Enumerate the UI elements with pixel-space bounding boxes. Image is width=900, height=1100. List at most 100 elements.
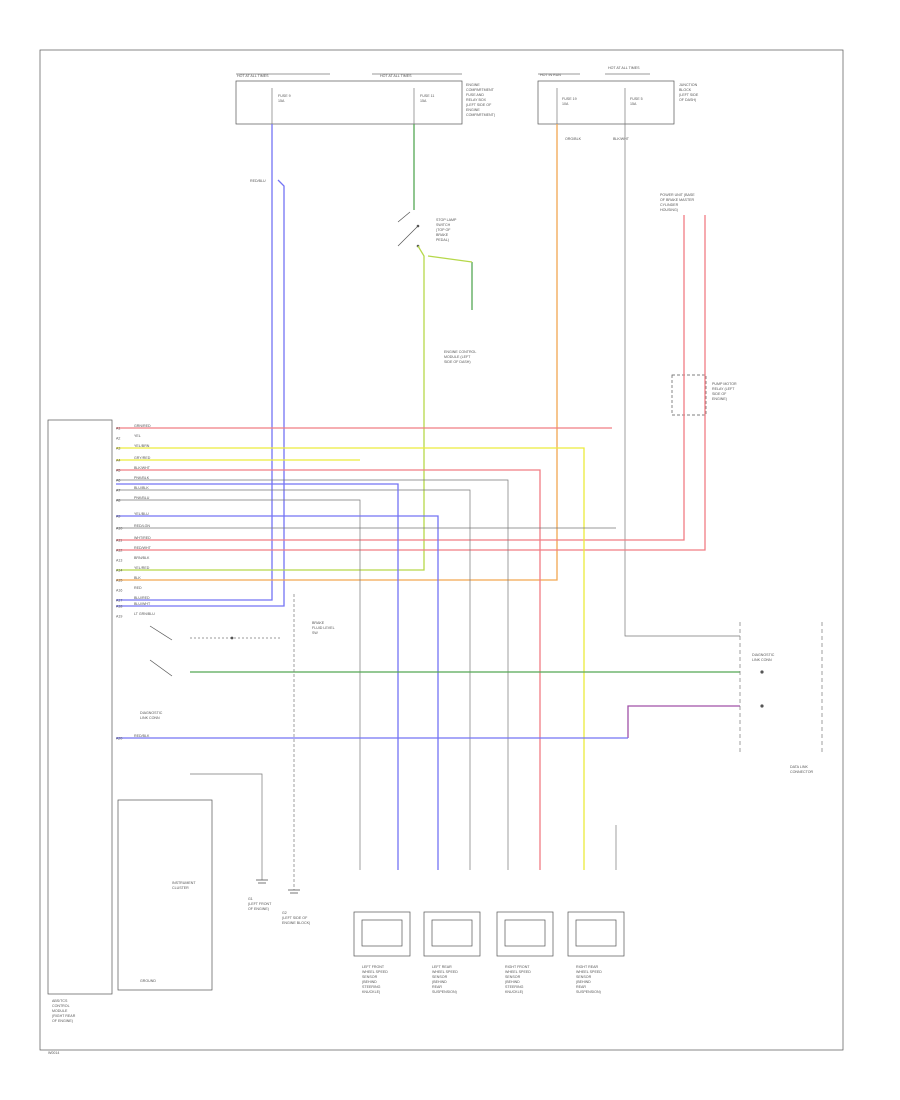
svg-text:FUSE 5: FUSE 5 bbox=[630, 97, 643, 101]
connector-pin: A4 bbox=[116, 459, 120, 463]
connector-pin: A6 bbox=[116, 479, 120, 483]
svg-text:POWER UNIT (BASE: POWER UNIT (BASE bbox=[660, 193, 695, 197]
svg-text:FUSE 11: FUSE 11 bbox=[420, 94, 434, 98]
sensor-label: SUSPENSION) bbox=[576, 990, 601, 994]
junction-block bbox=[537, 80, 675, 125]
wire-blue-lr bbox=[116, 515, 439, 870]
svg-text:CLUSTER: CLUSTER bbox=[172, 886, 189, 890]
svg-text:15A: 15A bbox=[420, 99, 427, 103]
sensor-label: REAR bbox=[576, 985, 586, 989]
sensor-label: STEERING bbox=[505, 985, 524, 989]
footer-code: W0014 bbox=[48, 1051, 59, 1055]
connector-pin: A19 bbox=[116, 615, 122, 619]
svg-text:ABS/TCS: ABS/TCS bbox=[52, 999, 68, 1003]
sensor-label: (BEHIND bbox=[432, 980, 447, 984]
wire-yellow-green bbox=[116, 245, 425, 571]
stop-lamp-switch bbox=[397, 211, 420, 248]
connector-pin: A17 bbox=[116, 599, 122, 603]
svg-text:DIAGNOSTIC: DIAGNOSTIC bbox=[752, 653, 775, 657]
svg-text:FLUID LEVEL: FLUID LEVEL bbox=[312, 626, 335, 630]
wire-color-label: BLK/WHT bbox=[134, 466, 151, 470]
wire-color-label: GRN/RED bbox=[134, 424, 151, 428]
wire-color-label: YEL/RED bbox=[134, 566, 150, 570]
svg-text:15A: 15A bbox=[630, 102, 637, 106]
wire-color-label: WHT/RED bbox=[134, 536, 151, 540]
svg-text:SWITCH: SWITCH bbox=[436, 223, 451, 227]
wire-tag-left: RED/BLU bbox=[250, 179, 266, 183]
connector-pin: A14 bbox=[116, 569, 122, 573]
sensor-label: WHEEL SPEED bbox=[576, 970, 602, 974]
connector-pin: A3 bbox=[116, 447, 120, 451]
data-link-connector: DIAGNOSTIC LINK CONN bbox=[739, 622, 823, 752]
stop-lamp-switch-label: STOP LAMP SWITCH (TOP OF BRAKE PEDAL) bbox=[436, 218, 457, 242]
svg-text:ENGINE): ENGINE) bbox=[712, 397, 727, 401]
svg-text:(LEFT SIDE OF: (LEFT SIDE OF bbox=[282, 916, 308, 920]
sensor-label: SENSOR bbox=[505, 975, 521, 979]
connector-pin: A8 bbox=[116, 499, 120, 503]
wire-color-label: YEL/BRN bbox=[134, 444, 150, 448]
data-link-connector-label: DATA LINK CONNECTOR bbox=[790, 765, 813, 774]
wire-color-label: LT GRN/BLU bbox=[134, 612, 155, 616]
wire-color-label: PNK/BLK bbox=[134, 476, 150, 480]
svg-text:JUNCTION: JUNCTION bbox=[679, 83, 698, 87]
wire-yellow bbox=[116, 447, 585, 870]
svg-text:DIAGNOSTIC: DIAGNOSTIC bbox=[140, 711, 163, 715]
wire-color-label: BLU/WHT bbox=[134, 602, 151, 606]
wire-yg-branch bbox=[427, 255, 473, 263]
connector-pin: A16 bbox=[116, 589, 122, 593]
instrument-cluster bbox=[117, 799, 213, 991]
junction-tab-right: HOT AT ALL TIMES bbox=[608, 66, 640, 70]
connector-pin: A15 bbox=[116, 579, 122, 583]
svg-text:FUSE 19: FUSE 19 bbox=[562, 97, 577, 101]
sensor-label: KNUCKLE) bbox=[505, 990, 523, 994]
svg-text:FUSE AND: FUSE AND bbox=[466, 93, 484, 97]
wire-ground-2 bbox=[190, 773, 263, 880]
instrument-cluster-label: INSTRUMENT CLUSTER bbox=[172, 881, 196, 890]
wire-color-label: RED/BLK bbox=[134, 734, 150, 738]
svg-text:RELAY (LEFT: RELAY (LEFT bbox=[712, 387, 735, 391]
svg-text:BRAKE: BRAKE bbox=[436, 233, 449, 237]
connector-pin: A7 bbox=[116, 489, 120, 493]
wire-gray-1 bbox=[116, 479, 509, 870]
sensor-label: LEFT REAR bbox=[432, 965, 452, 969]
power-unit-label: POWER UNIT (BASE OF BRAKE MASTER CYLINDE… bbox=[660, 193, 695, 212]
wire-blue-2 bbox=[116, 179, 285, 607]
sensor-label: LEFT FRONT bbox=[362, 965, 385, 969]
connector-pin: A10 bbox=[116, 527, 122, 531]
svg-text:OF BRAKE MASTER: OF BRAKE MASTER bbox=[660, 198, 695, 202]
abs-control-module bbox=[47, 419, 113, 995]
svg-text:BRAKE: BRAKE bbox=[312, 621, 325, 625]
svg-text:ENGINE: ENGINE bbox=[466, 108, 480, 112]
sensor-label: STEERING bbox=[362, 985, 381, 989]
junction-tab-left: HOT IN RUN bbox=[540, 73, 561, 77]
engine-fuse-box-label: ENGINE COMPARTMENT FUSE AND RELAY BOX (L… bbox=[466, 83, 495, 117]
ground-g1: G1 (LEFT FRONT OF ENGINE) bbox=[248, 879, 272, 911]
connector-pin: A1 bbox=[116, 427, 120, 431]
engine-fuse-box bbox=[235, 80, 463, 125]
sensor-label: SUSPENSION) bbox=[432, 990, 457, 994]
svg-text:COMPARTMENT): COMPARTMENT) bbox=[466, 113, 495, 117]
wire-red-1 bbox=[116, 215, 685, 541]
fuse-11: FUSE 11 15A bbox=[413, 88, 434, 124]
svg-text:10A: 10A bbox=[562, 102, 569, 106]
wire-gray-2 bbox=[116, 489, 471, 870]
pump-motor-relay bbox=[671, 374, 707, 416]
svg-text:G1: G1 bbox=[248, 897, 253, 901]
abs-module-label: ABS/TCS CONTROL MODULE (RIGHT REAR OF EN… bbox=[52, 999, 76, 1023]
sensor-label: REAR bbox=[432, 985, 442, 989]
wire-orange bbox=[116, 124, 558, 581]
junction-block-label: JUNCTION BLOCK (LEFT SIDE OF DASH) bbox=[679, 83, 699, 102]
connector-pin: A2 bbox=[116, 437, 120, 441]
wire-color-label: RED bbox=[134, 586, 142, 590]
sensor-label: SENSOR bbox=[576, 975, 592, 979]
brake-fluid-level-switch: BRAKE FLUID LEVEL SW bbox=[190, 621, 335, 640]
svg-text:CONTROL: CONTROL bbox=[52, 1004, 70, 1008]
sensor-label: (BEHIND bbox=[362, 980, 377, 984]
svg-text:G2: G2 bbox=[282, 911, 287, 915]
wire-tag-orange: ORG/BLK bbox=[565, 137, 582, 141]
svg-text:CONNECTOR: CONNECTOR bbox=[790, 770, 813, 774]
